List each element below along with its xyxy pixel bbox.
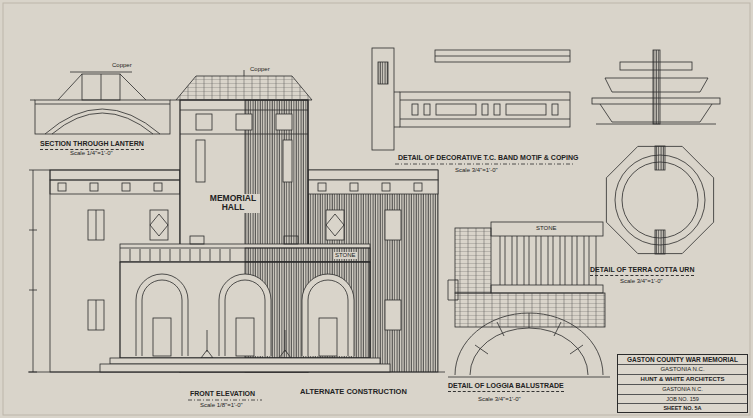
view-title: SECTION THROUGH LANTERN [40,140,144,150]
title-block-text: SHEET NO. 5A [618,404,747,412]
view-title: DETAIL OF DECORATIVE T.C. BAND MOTIF & C… [398,154,578,162]
view-title: FRONT ELEVATION [190,390,255,398]
material-note: STONE [334,252,357,259]
title-block-text: GASTON COUNTY WAR MEMORIAL [618,355,747,365]
title-block: GASTON COUNTY WAR MEMORIALGASTONIA N.C.H… [617,354,748,413]
title-block-text: JOB NO. 159 [618,395,747,404]
scale-note: Scale 3/4"=1'-0" [455,167,498,174]
scale-note: Scale 1/8"=1'-0" [200,402,243,409]
building-name: MEMORIAL HALL [206,194,260,213]
scale-note: Scale 1/4"=1'-0" [70,150,113,157]
title-block-text: GASTONIA N.C. [618,365,747,375]
view-title: DETAIL OF TERRA COTTA URN [590,266,694,276]
drawing-note: ALTERNATE CONSTRUCTION [300,388,407,396]
view-title: DETAIL OF LOGGIA BALUSTRADE [448,382,564,392]
material-note: STONE [535,225,558,232]
title-block-text: GASTONIA N.C. [618,385,747,394]
scale-note: Scale 3/4"=1'-0" [478,396,521,403]
material-note: Copper [112,62,132,69]
material-note: Copper [250,66,270,73]
title-block-text: HUNT & WHITE ARCHITECTS [618,375,747,385]
scale-note: Scale 3/4"=1'-0" [620,278,663,285]
